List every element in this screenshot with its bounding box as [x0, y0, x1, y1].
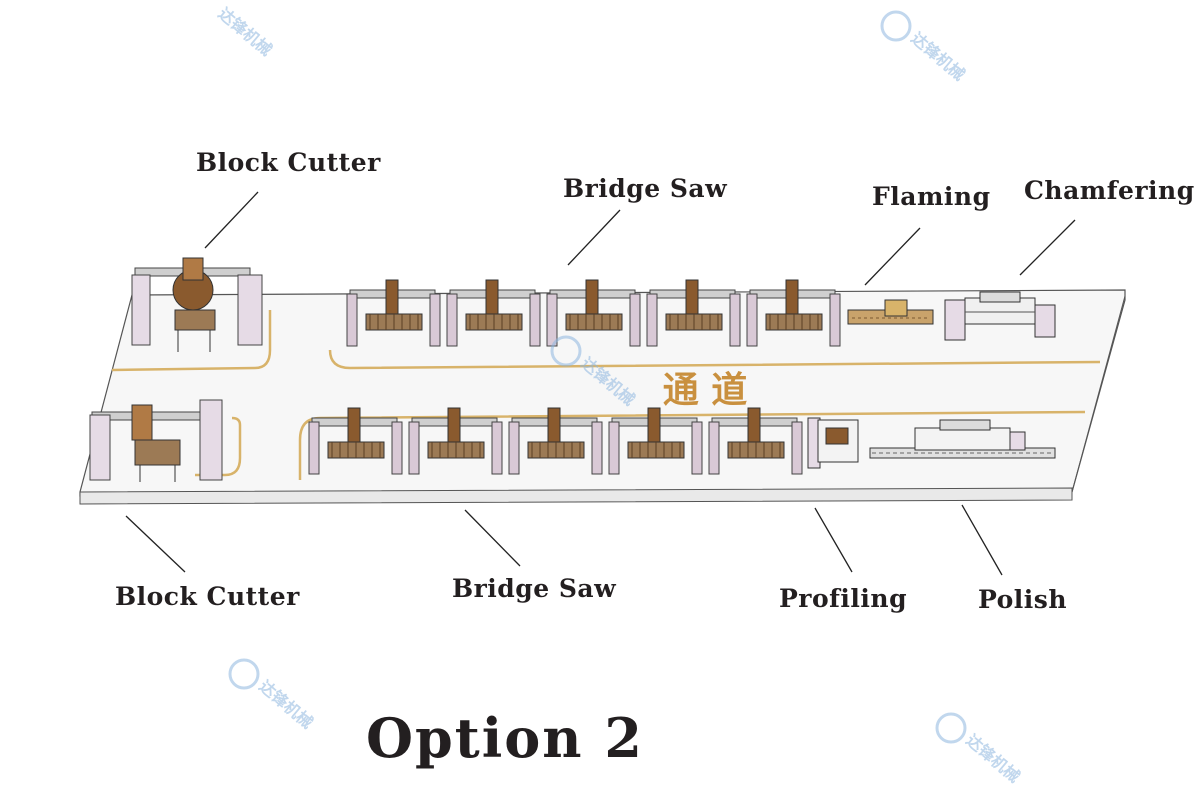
label-bridge-saw-bottom: Bridge Saw [452, 574, 617, 603]
leader-bridge-saw-top [567, 209, 621, 266]
label-bridge-saw-top: Bridge Saw [563, 174, 728, 203]
label-chamfering: Chamfering [1024, 176, 1195, 205]
chamfering-machine [944, 291, 1056, 341]
label-profiling: Profiling [779, 584, 908, 613]
watermark-cn-text: 达锋机械 [255, 677, 316, 733]
gear-icon [550, 335, 582, 367]
watermark-cn-text: 达锋机械 [215, 4, 276, 60]
watermark-bottom-right: 达锋机械 [935, 712, 1024, 787]
profiling-machine [807, 417, 859, 469]
label-block-cutter-bottom: Block Cutter [115, 582, 300, 611]
bridge-saw-unit-bottom-5 [708, 407, 803, 475]
label-block-cutter-top: Block Cutter [196, 148, 381, 177]
bridge-saw-unit-top-1 [346, 279, 441, 347]
bridge-saw-row-top [346, 279, 841, 347]
polish-machine [869, 419, 1056, 459]
label-polish: Polish [978, 585, 1068, 614]
leader-block-cutter-bottom [125, 515, 186, 573]
bridge-saw-row-bottom [308, 407, 803, 475]
block-cutter-top-machine [131, 257, 263, 352]
bridge-saw-unit-bottom-1 [308, 407, 403, 475]
gear-icon [880, 10, 912, 42]
bridge-saw-unit-top-2 [446, 279, 541, 347]
bridge-saw-unit-bottom-3 [508, 407, 603, 475]
watermark-bottom-left: 达锋机械 [228, 658, 317, 733]
label-flaming: Flaming [872, 182, 991, 211]
floor-side-edge [1071, 295, 1126, 493]
gear-icon [228, 658, 260, 690]
bridge-saw-unit-top-5 [746, 279, 841, 347]
flaming-machine [847, 299, 934, 325]
diagram-title: Option 2 [366, 706, 644, 770]
floor-edge [79, 487, 1073, 505]
watermark-top-right: 达锋机械 [880, 10, 969, 85]
leader-flaming [864, 227, 921, 286]
watermark-top-left: 达锋机械 [215, 4, 276, 60]
leader-bridge-saw-bottom [464, 509, 521, 567]
bridge-saw-unit-top-3 [546, 279, 641, 347]
bridge-saw-unit-bottom-4 [608, 407, 703, 475]
gear-icon [935, 712, 967, 744]
bridge-saw-unit-top-4 [646, 279, 741, 347]
aisle-text: 通 道 [663, 370, 748, 411]
bridge-saw-unit-bottom-2 [408, 407, 503, 475]
leader-polish [961, 504, 1003, 576]
watermark-cn-text: 达锋机械 [907, 29, 968, 85]
leader-chamfering [1019, 219, 1076, 276]
leader-lines [125, 191, 1076, 576]
leader-block-cutter-top [204, 191, 259, 249]
leader-profiling [814, 507, 853, 573]
watermark-cn-text: 达锋机械 [962, 731, 1023, 787]
block-cutter-bottom-machine [89, 399, 223, 482]
